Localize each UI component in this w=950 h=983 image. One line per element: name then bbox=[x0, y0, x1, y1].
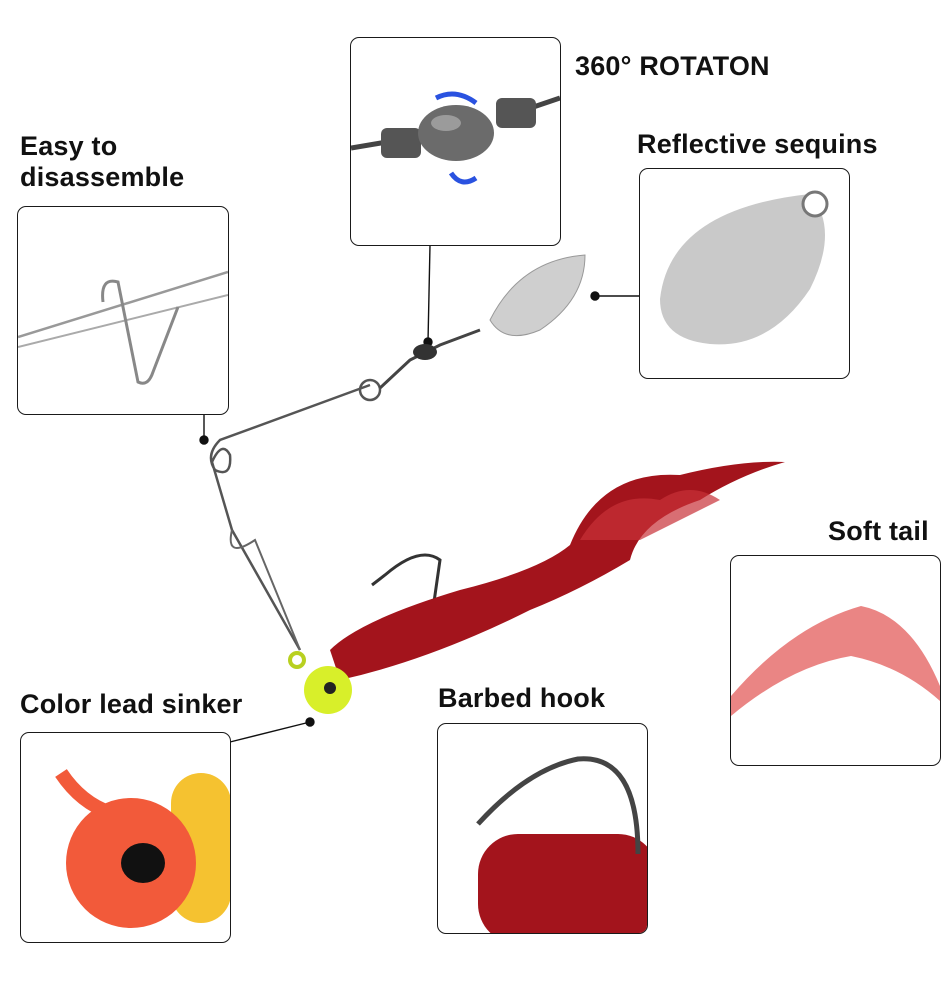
tail-image bbox=[731, 606, 940, 716]
sinker-image bbox=[55, 769, 230, 928]
label-soft-tail: Soft tail bbox=[828, 516, 929, 546]
label-reflective-sequins: Reflective sequins bbox=[637, 129, 878, 159]
detail-box-sinker bbox=[20, 732, 231, 943]
detail-box-snap bbox=[17, 206, 229, 415]
detail-box-swivel bbox=[350, 37, 561, 246]
sequin-image bbox=[660, 190, 829, 345]
label-easy-to-disassemble: Easy to disassemble bbox=[20, 131, 184, 193]
label-line-1: Easy to bbox=[20, 131, 118, 161]
detail-box-sequin bbox=[639, 168, 850, 379]
label-barbed-hook: Barbed hook bbox=[438, 683, 606, 713]
snap-image bbox=[18, 270, 228, 385]
detail-box-tail bbox=[730, 555, 941, 766]
callout-lines bbox=[199, 244, 639, 743]
label-rotation: 360° ROTATON bbox=[575, 51, 770, 81]
swivel-image bbox=[351, 91, 560, 185]
hook-image bbox=[476, 756, 647, 933]
label-line-2: disassemble bbox=[20, 162, 185, 192]
detail-box-hook bbox=[437, 723, 648, 934]
label-color-lead-sinker: Color lead sinker bbox=[20, 689, 243, 719]
